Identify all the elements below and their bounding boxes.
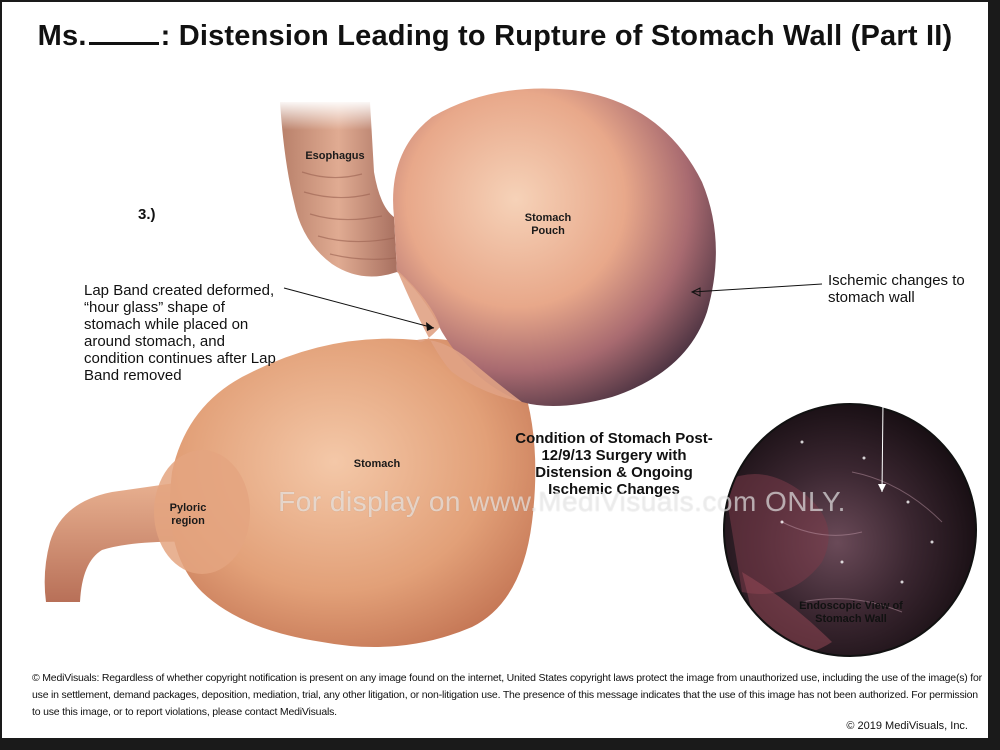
stomach-pouch-shape xyxy=(393,88,716,406)
title-main: : Distension Leading to Rupture of Stoma… xyxy=(160,20,953,52)
stomach-pouch-label: Stomach Pouch xyxy=(524,212,572,237)
pyloric-region-label: Pyloric region xyxy=(169,502,207,527)
hourglass-neck xyxy=(397,270,522,402)
endoscopic-label: Endoscopic View of Stomach Wall xyxy=(799,600,903,625)
page-title: Ms. : Distension Leading to Rupture of St… xyxy=(2,18,988,53)
title-prefix: Ms. xyxy=(37,20,87,52)
copyright-notice: © MediVisuals: Regardless of whether cop… xyxy=(32,672,982,718)
esophagus-folds xyxy=(301,171,397,260)
name-blank xyxy=(88,18,159,45)
illustration-frame: Ms. : Distension Leading to Rupture of St… xyxy=(2,2,988,738)
watermark: For display on www.MediVisuals.com ONLY. xyxy=(278,486,846,517)
lap-band-callout: Lap Band created deformed, “hour glass” … xyxy=(84,282,276,384)
endoscopic-view xyxy=(724,404,976,656)
lap-band-pointer xyxy=(283,287,435,329)
stomach-label: Stomach xyxy=(353,458,401,470)
ischemic-pointer xyxy=(691,283,823,293)
stomach-body xyxy=(170,338,536,647)
pyloric-region-shape xyxy=(154,450,250,574)
esophagus-label: Esophagus xyxy=(305,150,365,162)
stomach-illustration xyxy=(44,88,977,657)
condition-caption: Condition of Stomach Post-12/9/13 Surger… xyxy=(515,430,713,498)
endoscopic-pointer xyxy=(881,311,885,493)
copyright-line: © 2019 MediVisuals, Inc. xyxy=(846,720,968,732)
esophagus-tube xyxy=(280,102,397,277)
ischemic-callout: Ischemic changes to stomach wall xyxy=(828,272,965,306)
step-number: 3.) xyxy=(138,206,156,223)
